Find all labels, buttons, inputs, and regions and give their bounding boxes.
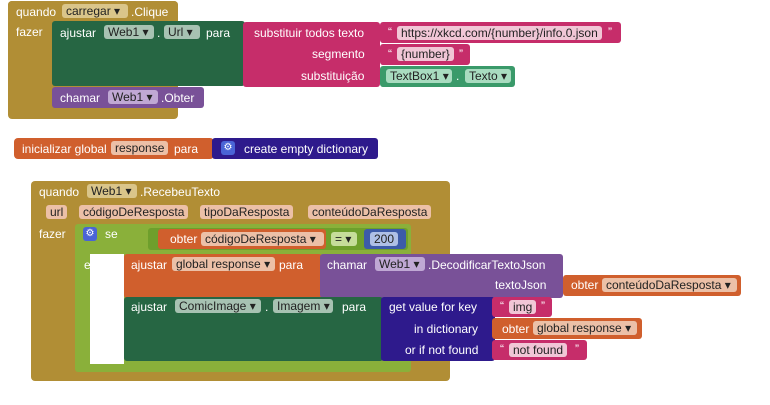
notfound-text-field[interactable]: not found (509, 343, 568, 357)
set-property-label: Url (168, 25, 184, 39)
dot: . (265, 300, 269, 314)
if-label: se (105, 227, 118, 241)
call-component-dropdown[interactable]: Web1 ▾ (108, 90, 158, 104)
if-block-inner-slot (90, 254, 124, 364)
json-arg-label: textoJson (495, 278, 547, 292)
event-name: .Clique (131, 5, 169, 19)
gear-icon[interactable]: ⚙ (83, 227, 97, 241)
param-tipo-da-resposta[interactable]: tipoDaResposta (200, 205, 294, 219)
gear-icon[interactable]: ⚙ (221, 141, 235, 155)
init-label: inicializar global (22, 142, 107, 156)
call-method: .DecodificarTextoJson (428, 258, 546, 272)
get-label: obter (170, 232, 198, 246)
when-label: quando (39, 185, 80, 199)
set-component-dropdown[interactable]: Web1 ▾ (104, 25, 154, 39)
set-label: ajustar (131, 300, 168, 314)
get-content-dropdown[interactable]: conteúdoDaResposta ▾ (602, 278, 737, 292)
param-conteudo-da-resposta[interactable]: conteúdoDaResposta (308, 205, 432, 219)
textbox-property-dropdown[interactable]: Texto ▾ (465, 69, 511, 83)
set-image-property-dropdown[interactable]: Imagem ▾ (273, 299, 333, 313)
call-component-label: Web1 (379, 257, 411, 271)
getvalue-label: get value for key (389, 300, 478, 314)
param-codigo-de-resposta[interactable]: códigoDeResposta (79, 205, 189, 219)
get-label: obter (571, 278, 599, 292)
event-name: .RecebeuTexto (140, 185, 221, 199)
replace-label: substituir todos texto (254, 26, 365, 40)
then-label: então (84, 258, 115, 272)
textbox-property-label: Texto (469, 69, 498, 83)
textbox-component-label: TextBox1 (390, 69, 440, 83)
param-url[interactable]: url (46, 205, 68, 219)
segment-text-field[interactable]: {number} (397, 47, 454, 61)
dot: . (456, 69, 460, 83)
get-content-label: conteúdoDaResposta (606, 278, 722, 292)
set-label: ajustar (60, 26, 97, 40)
component-dropdown-web1[interactable]: Web1 ▾ (87, 184, 137, 198)
close-quote: ” (459, 47, 463, 61)
open-quote: “ (500, 342, 504, 356)
in-dict-label: in dictionary (414, 322, 479, 336)
close-quote: ” (575, 342, 579, 356)
replace-all-block[interactable] (243, 22, 380, 87)
close-quote: ” (541, 299, 545, 313)
dot: . (157, 26, 161, 40)
notfound-label: or if not found (405, 343, 479, 357)
call-label: chamar (60, 91, 101, 105)
set-property-dropdown[interactable]: Url ▾ (164, 25, 200, 39)
create-dict-label: create empty dictionary (244, 142, 369, 156)
close-quote: ” (608, 25, 612, 39)
open-quote: “ (388, 25, 392, 39)
set-image-component-label: ComicImage (179, 299, 247, 313)
get-param-dropdown[interactable]: códigoDeResposta ▾ (201, 232, 324, 246)
to-label: para (342, 300, 367, 314)
call-method: .Obter (161, 91, 195, 105)
set-component-label: Web1 (108, 25, 140, 39)
to-label: para (279, 258, 304, 272)
get-label: obter (502, 322, 530, 336)
do-label: fazer (16, 25, 43, 39)
component-dropdown-carregar[interactable]: carregar ▾ (62, 4, 128, 18)
when-label: quando (16, 5, 57, 19)
segment-label: segmento (312, 47, 365, 61)
component-dropdown-label: Web1 (91, 184, 123, 198)
get-value-for-key-block[interactable] (381, 297, 495, 361)
call-component-dropdown[interactable]: Web1 ▾ (375, 257, 425, 271)
open-quote: “ (388, 47, 392, 61)
do-label: fazer (39, 227, 66, 241)
set-label: ajustar (131, 258, 168, 272)
create-dict-block[interactable] (212, 138, 378, 159)
get-global-label: global response (537, 321, 622, 335)
get-global-dropdown[interactable]: global response ▾ (533, 321, 637, 335)
number-value[interactable]: 200 (370, 232, 399, 246)
textbox-component-dropdown[interactable]: TextBox1 ▾ (386, 69, 452, 83)
url-text-field[interactable]: https://xkcd.com/{number}/info.0.json (397, 26, 602, 40)
call-label: chamar (327, 258, 368, 272)
key-text-field[interactable]: img (509, 300, 537, 314)
compare-operator-label: = (335, 232, 343, 246)
to-label: para (174, 142, 199, 156)
set-global-label: global response (176, 257, 261, 271)
to-label: para (206, 26, 231, 40)
set-global-dropdown[interactable]: global response ▾ (172, 257, 275, 271)
component-dropdown-label: carregar (66, 4, 111, 18)
decode-json-block[interactable] (320, 254, 563, 298)
set-image-component-dropdown[interactable]: ComicImage ▾ (175, 299, 261, 313)
open-quote: “ (500, 299, 504, 313)
call-component-label: Web1 (112, 90, 144, 104)
global-var-name-field[interactable]: response (111, 141, 169, 155)
compare-operator-dropdown[interactable]: = ▾ (331, 232, 357, 246)
get-param-label: códigoDeResposta (205, 232, 307, 246)
set-image-property-label: Imagem (277, 299, 321, 313)
replacement-label: substituição (301, 69, 365, 83)
